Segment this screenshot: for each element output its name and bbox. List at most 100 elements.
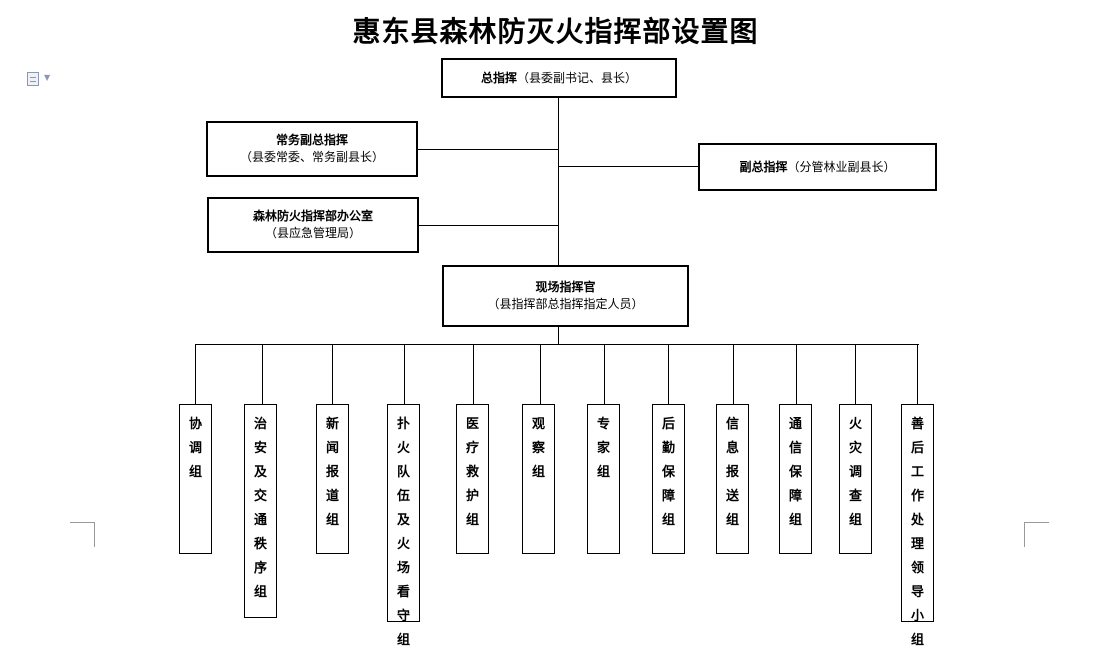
group-label-char: 组 bbox=[465, 513, 479, 528]
group-label-char: 组 bbox=[661, 513, 675, 528]
group-label-char: 专 bbox=[596, 417, 610, 432]
group-box: 通信保障组 bbox=[779, 404, 812, 554]
group-label-char: 火 bbox=[848, 417, 862, 432]
office-box: 森林防火指挥部办公室 （县应急管理局） bbox=[207, 197, 419, 253]
group-label-char: 看 bbox=[396, 585, 410, 600]
group-box: 扑火队伍及火场看守组 bbox=[387, 404, 420, 648]
field-commander-role: 现场指挥官 bbox=[535, 280, 596, 294]
group-label-char: 报 bbox=[725, 465, 739, 480]
group-label-char: 调 bbox=[188, 441, 202, 456]
group-label-char: 作 bbox=[910, 489, 924, 504]
group-label-char: 及 bbox=[396, 513, 410, 528]
connector bbox=[855, 344, 856, 404]
group-label-char: 守 bbox=[396, 609, 410, 624]
group-label-char: 组 bbox=[396, 633, 410, 648]
group-label-char: 导 bbox=[910, 585, 924, 600]
group-label-char: 救 bbox=[465, 465, 479, 480]
group-label-char: 通 bbox=[788, 417, 802, 432]
group-label-char: 扑 bbox=[396, 417, 410, 432]
group-label-char: 护 bbox=[465, 489, 479, 504]
group-label-char: 保 bbox=[788, 465, 802, 480]
group-label-char: 火 bbox=[396, 441, 410, 456]
group-label-char: 家 bbox=[596, 441, 610, 456]
group-label-char: 序 bbox=[253, 561, 267, 576]
connector bbox=[195, 344, 196, 404]
group-label-char: 后 bbox=[661, 417, 675, 432]
group-box: 观察组 bbox=[522, 404, 555, 554]
deputy-detail: （分管林业副县长） bbox=[787, 159, 896, 174]
connector bbox=[540, 344, 541, 404]
group-label-char: 治 bbox=[253, 417, 267, 432]
group-label-char: 组 bbox=[788, 513, 802, 528]
group-label-char: 小 bbox=[910, 609, 924, 624]
group-label-char: 息 bbox=[725, 441, 739, 456]
connector bbox=[473, 344, 474, 404]
group-box: 治安及交通秩序组 bbox=[244, 404, 277, 618]
connector bbox=[418, 225, 559, 226]
group-box: 医疗救护组 bbox=[456, 404, 489, 554]
connector bbox=[558, 166, 699, 167]
group-label-char: 疗 bbox=[465, 441, 479, 456]
group-label-char: 安 bbox=[253, 441, 267, 456]
group-box: 善后工作处理领导小组 bbox=[901, 404, 934, 648]
connector bbox=[558, 326, 559, 345]
group-label-char: 工 bbox=[910, 465, 924, 480]
group-label-char: 勤 bbox=[661, 441, 675, 456]
page-corner-mark bbox=[1024, 522, 1049, 547]
group-label-char: 善 bbox=[910, 417, 924, 432]
group-box: 新闻报道组 bbox=[316, 404, 349, 554]
group-label-char: 协 bbox=[188, 417, 202, 432]
document-icon[interactable] bbox=[27, 72, 39, 86]
group-box: 专家组 bbox=[587, 404, 620, 554]
connector bbox=[195, 344, 919, 345]
connector bbox=[917, 344, 918, 404]
group-label-char: 组 bbox=[188, 465, 202, 480]
connector bbox=[604, 344, 605, 404]
field-commander-detail: （县指挥部总指挥指定人员） bbox=[487, 297, 644, 311]
group-label-char: 火 bbox=[396, 537, 410, 552]
exec-deputy-detail: （县委常委、常务副县长） bbox=[239, 150, 384, 164]
group-label-char: 后 bbox=[910, 441, 924, 456]
commander-box: 总指挥 （县委副书记、县长） bbox=[441, 58, 677, 98]
group-label-char: 障 bbox=[788, 489, 802, 504]
group-label-char: 组 bbox=[848, 513, 862, 528]
group-label-char: 及 bbox=[253, 465, 267, 480]
group-label-char: 伍 bbox=[396, 489, 410, 504]
group-label-char: 组 bbox=[253, 585, 267, 600]
page-corner-mark bbox=[70, 522, 95, 547]
exec-deputy-role: 常务副总指挥 bbox=[275, 133, 348, 147]
commander-role: 总指挥 bbox=[480, 70, 517, 85]
group-label-char: 场 bbox=[396, 561, 410, 576]
office-role: 森林防火指挥部办公室 bbox=[252, 209, 373, 223]
group-label-char: 报 bbox=[325, 465, 339, 480]
group-label-char: 组 bbox=[531, 465, 545, 480]
group-label-char: 观 bbox=[531, 417, 545, 432]
group-label-char: 队 bbox=[396, 465, 410, 480]
diagram-title: 惠东县森林防灭火指挥部设置图 bbox=[352, 15, 759, 48]
group-label-char: 灾 bbox=[848, 441, 862, 456]
connector bbox=[404, 344, 405, 404]
group-label-char: 组 bbox=[596, 465, 610, 480]
connector bbox=[558, 97, 559, 265]
group-label-char: 查 bbox=[848, 489, 862, 504]
group-label-char: 交 bbox=[253, 489, 267, 504]
group-label-char: 组 bbox=[725, 513, 739, 528]
group-label-char: 送 bbox=[725, 489, 739, 504]
group-box: 协调组 bbox=[179, 404, 212, 554]
group-label-char: 医 bbox=[465, 417, 479, 432]
chevron-down-icon[interactable]: ▼ bbox=[44, 73, 51, 82]
field-commander-box: 现场指挥官 （县指挥部总指挥指定人员） bbox=[442, 265, 689, 327]
connector bbox=[332, 344, 333, 404]
group-label-char: 信 bbox=[725, 417, 739, 432]
group-label-char: 信 bbox=[788, 441, 802, 456]
exec-deputy-box: 常务副总指挥 （县委常委、常务副县长） bbox=[206, 121, 418, 177]
group-label-char: 新 bbox=[325, 417, 339, 432]
group-box: 信息报送组 bbox=[716, 404, 749, 554]
group-label-char: 通 bbox=[253, 513, 267, 528]
connector bbox=[262, 344, 263, 404]
group-label-char: 秩 bbox=[253, 537, 267, 552]
connector bbox=[796, 344, 797, 404]
office-detail: （县应急管理局） bbox=[264, 226, 361, 240]
group-label-char: 闻 bbox=[325, 441, 339, 456]
group-label-char: 调 bbox=[848, 465, 862, 480]
